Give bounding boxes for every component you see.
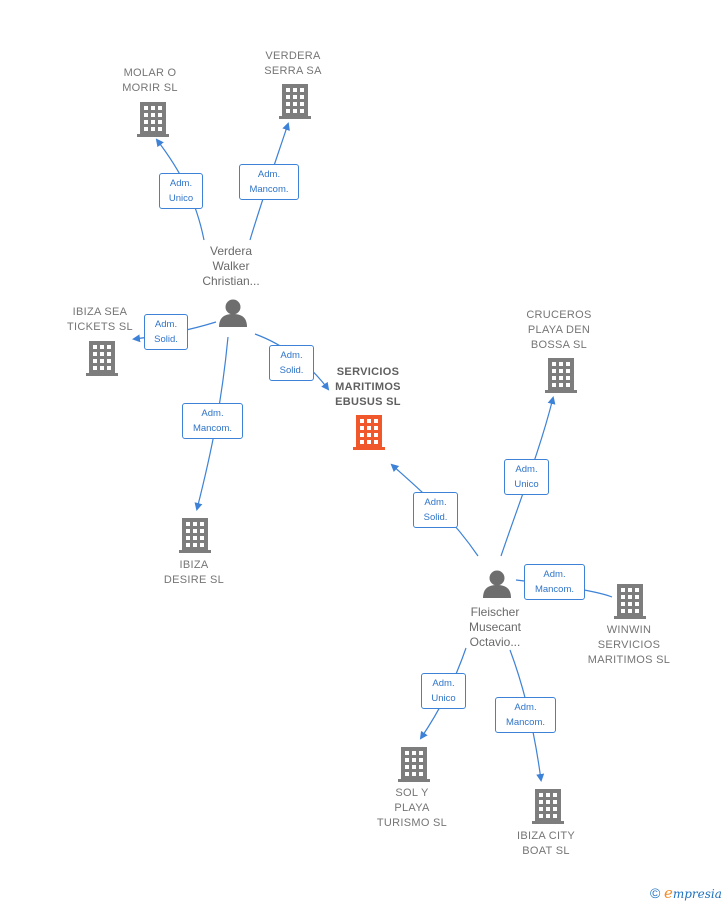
company-sol-y-playa-turismo[interactable]: SOL Y PLAYA TURISMO SL [376,787,448,829]
person-icon[interactable] [483,570,511,599]
company-molar-o-morir[interactable]: MOLAR O MORIR SL [122,67,178,94]
person-verdera-walker[interactable]: Verdera Walker Christian... [202,244,260,288]
empresia-logo: © empresia [650,884,722,902]
company-winwin-servicios-maritimos[interactable]: WINWIN SERVICIOS MARITIMOS SL [587,624,671,666]
relation-label: Adm. Mancom. [239,164,299,200]
building-icon[interactable] [179,518,211,553]
person-icon[interactable] [219,299,247,328]
building-icon[interactable] [86,341,118,376]
company-verdera-serra[interactable]: VERDERA SERRA SA [264,50,322,77]
brand-initial: e [663,884,673,902]
relation-label: Adm. Mancom. [182,403,243,439]
brand-name: mpresia [672,887,722,901]
building-icon[interactable] [398,747,430,782]
relation-label: Adm. Mancom. [495,697,556,733]
company-cruceros-playa-den-bossa[interactable]: CRUCEROS PLAYA DEN BOSSA SL [526,309,592,351]
relation-label: Adm. Solid. [144,314,188,350]
relation-label: Adm. Unico [159,173,203,209]
copyright-symbol: © [650,885,661,901]
company-ibiza-city-boat[interactable]: IBIZA CITY BOAT SL [516,830,575,857]
building-main-icon[interactable] [353,415,385,450]
company-ibiza-sea-tickets[interactable]: IBIZA SEA TICKETS SL [67,306,133,333]
building-icon[interactable] [614,584,646,619]
person-fleischer-musecant[interactable]: Fleischer Musecant Octavio... [468,605,522,649]
relation-label: Adm. Solid. [269,345,314,381]
relation-label: Adm. Solid. [413,492,458,528]
relation-label: Adm. Mancom. [524,564,585,600]
building-icon[interactable] [279,84,311,119]
relation-label: Adm. Unico [421,673,466,709]
relation-label: Adm. Unico [504,459,549,495]
company-ibiza-desire[interactable]: IBIZA DESIRE SL [163,559,225,586]
building-icon[interactable] [137,102,169,137]
building-icon[interactable] [545,358,577,393]
company-servicios-maritimos-ebusus[interactable]: SERVICIOS MARITIMOS EBUSUS SL [335,366,401,408]
building-icon[interactable] [532,789,564,824]
